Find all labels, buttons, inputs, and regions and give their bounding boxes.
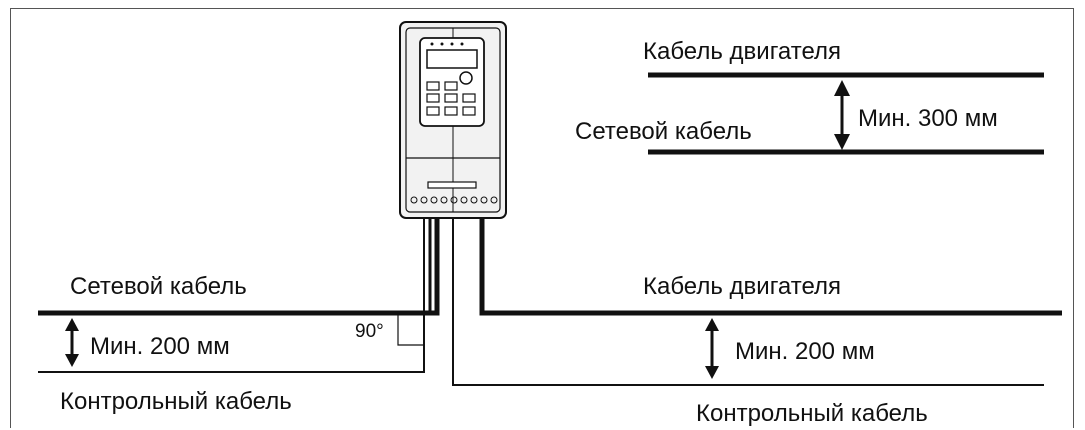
frequency-inverter-icon	[399, 21, 507, 219]
motor-cable-top-label: Кабель двигателя	[643, 38, 842, 65]
double-arrow-icon	[705, 318, 719, 379]
motor-cable-right-label: Кабель двигателя	[643, 273, 842, 300]
double-arrow-icon	[834, 80, 850, 150]
control-cable-left-label: Контрольный кабель	[60, 388, 292, 415]
mains-cable-left-label: Сетевой кабель	[70, 273, 247, 300]
right-angle-marker	[397, 313, 424, 346]
motor-cable-right-line	[479, 218, 1062, 316]
min-300-label: Мин. 300 мм	[858, 105, 998, 132]
control-cable-left-line	[38, 218, 425, 373]
min-200-left-label: Мин. 200 мм	[90, 333, 230, 360]
mains-cable-left-line	[38, 218, 440, 316]
control-cable-right-label: Контрольный кабель	[696, 400, 928, 427]
diagram-frame	[10, 8, 1074, 428]
control-cable-right-line	[452, 218, 1044, 386]
angle-90-label: 90°	[355, 321, 384, 342]
double-arrow-icon	[65, 318, 79, 367]
min-200-right-label: Мин. 200 мм	[735, 338, 875, 365]
mains-cable-top-label: Сетевой кабель	[575, 118, 752, 145]
